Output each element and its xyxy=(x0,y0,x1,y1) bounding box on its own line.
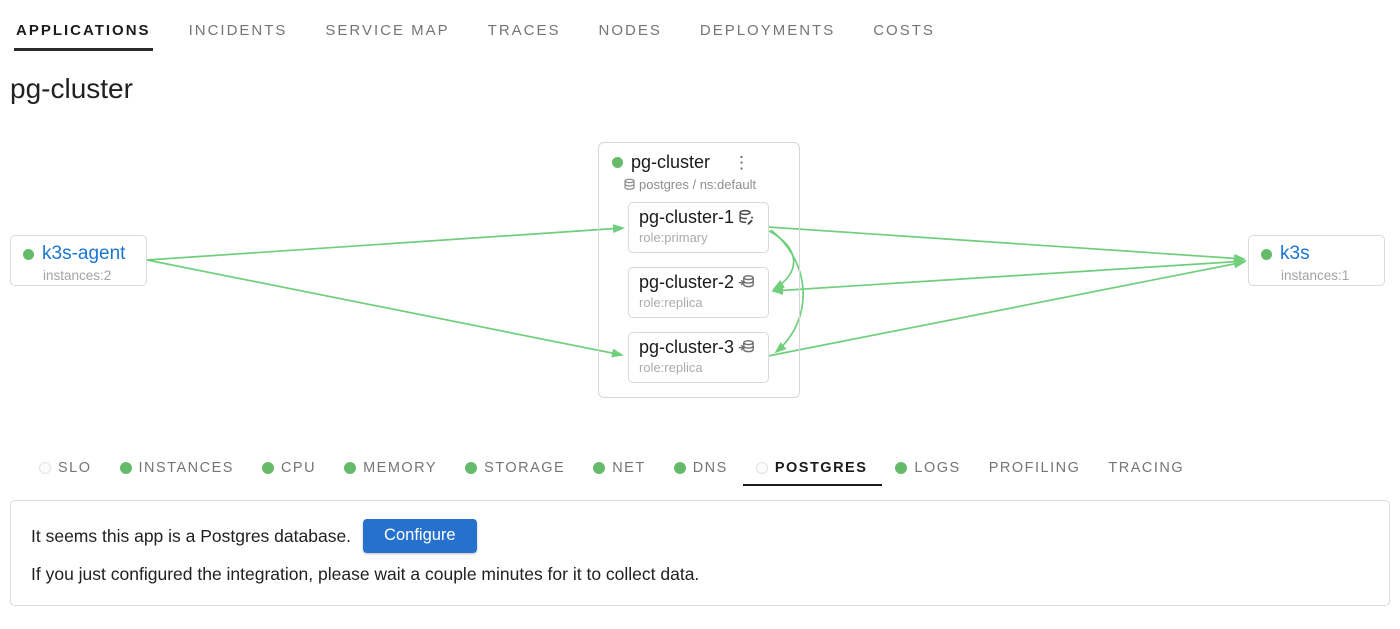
status-dot xyxy=(23,248,34,260)
edge-k3s-to-pg2 xyxy=(771,260,1247,295)
edge-pg1-to-pg3-replication xyxy=(770,229,804,354)
configure-button[interactable]: Configure xyxy=(363,519,477,553)
instance-name: pg-cluster-3 xyxy=(639,337,735,357)
nav-tab-costs[interactable]: COSTS xyxy=(871,18,937,51)
node-instances-count: instances:2 xyxy=(43,268,112,283)
nav-tab-deployments[interactable]: DEPLOYMENTS xyxy=(698,18,837,51)
status-indicator xyxy=(39,462,51,474)
node-instances-count: instances:1 xyxy=(1281,268,1350,283)
instance-role: role:replica xyxy=(639,360,703,375)
instance-name: pg-cluster-2 xyxy=(639,272,735,292)
kebab-menu-icon[interactable]: ⋮ xyxy=(730,154,753,171)
status-indicator xyxy=(895,462,908,474)
nav-tab-applications[interactable]: APPLICATIONS xyxy=(14,18,153,51)
report-tab-profiling[interactable]: PROFILING xyxy=(976,452,1096,486)
report-tab-logs[interactable]: LOGS xyxy=(882,452,975,486)
status-indicator xyxy=(673,462,686,474)
nav-tab-incidents[interactable]: INCIDENTS xyxy=(187,18,290,51)
node-link-k3s-agent[interactable]: k3s-agent xyxy=(42,243,126,264)
report-tab-postgres[interactable]: POSTGRES xyxy=(742,452,883,486)
status-indicator xyxy=(344,462,357,474)
status-indicator xyxy=(119,462,132,474)
report-tab-memory[interactable]: MEMORY xyxy=(331,452,452,486)
status-indicator xyxy=(465,462,478,474)
instance-role: role:replica xyxy=(639,295,703,310)
database-import-icon xyxy=(738,274,755,291)
postgres-notice: It seems this app is a Postgres database… xyxy=(10,500,1390,606)
status-indicator xyxy=(261,462,274,474)
service-map: k3s-agent instances:2 k3s instances:1 pg… xyxy=(0,132,1400,444)
instance-role: role:primary xyxy=(639,230,708,245)
database-import-icon xyxy=(738,339,755,356)
map-node-k3s-agent: k3s-agent instances:2 xyxy=(10,235,147,286)
nav-tab-nodes[interactable]: NODES xyxy=(597,18,664,51)
report-tab-tracing[interactable]: TRACING xyxy=(1095,452,1199,486)
report-tab-dns[interactable]: DNS xyxy=(661,452,743,486)
top-nav: APPLICATIONS INCIDENTS SERVICE MAP TRACE… xyxy=(0,0,1400,51)
nav-tab-traces[interactable]: TRACES xyxy=(486,18,563,51)
database-icon xyxy=(623,178,636,191)
database-edit-icon xyxy=(738,209,755,226)
group-subtitle: postgres / ns:default xyxy=(639,177,757,192)
instance-pg-cluster-1[interactable]: pg-cluster-1 role:primary xyxy=(628,202,769,253)
report-tab-slo[interactable]: SLO xyxy=(26,452,107,486)
nav-tab-service-map[interactable]: SERVICE MAP xyxy=(323,18,451,51)
edge-k3s-agent-to-pg3 xyxy=(146,259,624,358)
map-node-k3s: k3s instances:1 xyxy=(1248,235,1385,286)
status-dot xyxy=(612,157,623,168)
report-tab-storage[interactable]: STORAGE xyxy=(452,452,580,486)
report-tabs: SLO INSTANCES CPU MEMORY STORAGE NET DNS… xyxy=(0,452,1400,486)
map-group-pg-cluster: pg-cluster ⋮ postgres / ns:default pg-cl… xyxy=(598,142,800,398)
group-name: pg-cluster xyxy=(631,152,711,172)
report-tab-cpu[interactable]: CPU xyxy=(249,452,331,486)
notice-text-line2: If you just configured the integration, … xyxy=(31,564,700,584)
notice-text-line1: It seems this app is a Postgres database… xyxy=(31,525,352,546)
node-link-k3s[interactable]: k3s xyxy=(1280,243,1310,264)
instance-pg-cluster-2[interactable]: pg-cluster-2 role:replica xyxy=(628,267,769,318)
instance-pg-cluster-3[interactable]: pg-cluster-3 role:replica xyxy=(628,332,769,383)
report-tab-instances[interactable]: INSTANCES xyxy=(107,452,249,486)
edge-pg3-to-k3s xyxy=(767,259,1246,357)
report-tab-net[interactable]: NET xyxy=(580,452,661,486)
page-title: pg-cluster xyxy=(10,73,133,104)
service-map-edges xyxy=(146,224,1247,358)
instance-name: pg-cluster-1 xyxy=(639,207,735,227)
status-dot xyxy=(1261,248,1272,260)
edge-pg1-to-k3s xyxy=(767,226,1246,263)
status-indicator xyxy=(755,462,768,474)
status-indicator xyxy=(593,462,606,474)
edge-k3s-agent-to-pg1 xyxy=(146,224,625,261)
